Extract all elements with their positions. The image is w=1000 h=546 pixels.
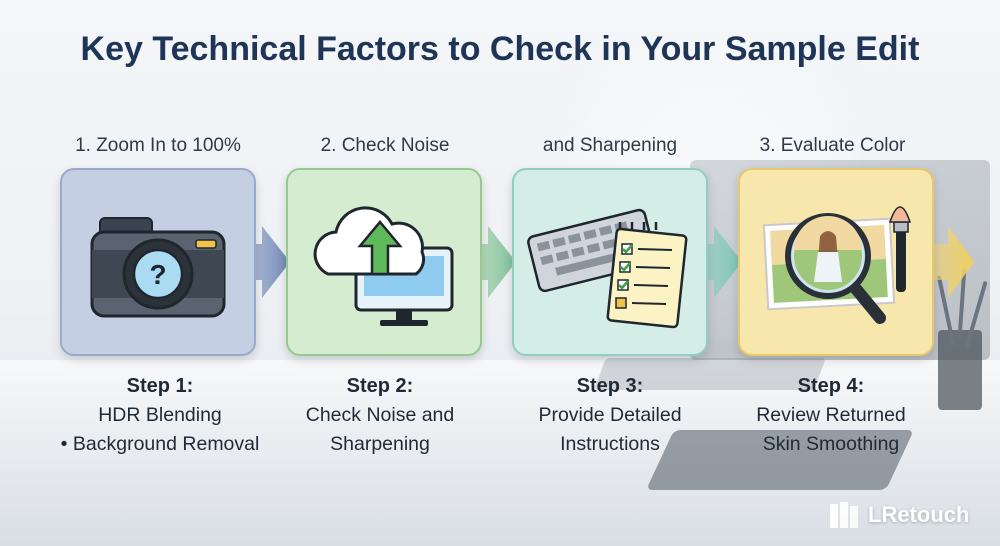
step-3-line1: Provide Detailed (538, 404, 682, 426)
step-1-line1: HDR Blending (98, 404, 222, 426)
top-label-2: 2. Check Noise (320, 135, 450, 156)
cloud-upload-monitor-icon (313, 206, 454, 326)
step-4-card (738, 168, 934, 356)
step-3-line2: Instructions (560, 433, 660, 455)
step-4-text: Step 4: Review Returned Skin Smoothing (716, 372, 946, 459)
step-2-heading: Step 2: (346, 375, 414, 397)
step-2-text: Step 2: Check Noise and Sharpening (265, 372, 495, 459)
step-2-line1: Check Noise and (305, 404, 455, 426)
step-2-card (286, 168, 482, 356)
step-4-heading: Step 4: (797, 375, 865, 397)
step-4-line1: Review Returned (756, 404, 906, 426)
step-1-line2: • Background Removal (60, 433, 260, 455)
top-label-3: and Sharpening (542, 135, 678, 156)
lretouch-logo: LRetouch (828, 500, 969, 530)
magnifier-photo-brush-icon (762, 206, 912, 324)
top-label-1-line1: 1. Zoom In to 100% (75, 135, 241, 156)
step-1-heading: Step 1: (126, 375, 194, 397)
pen-cup (938, 330, 982, 410)
top-label-4: 3. Evaluate Color (759, 135, 906, 156)
keyboard-checklist-icon (527, 208, 688, 329)
step-3-heading: Step 3: (576, 375, 644, 397)
step-2-line2: Sharpening (330, 433, 430, 455)
step-1-text: Step 1: HDR Blending • Background Remova… (45, 372, 275, 459)
lretouch-logo-icon (830, 502, 858, 528)
page-title: Key Technical Factors to Check in Your S… (80, 30, 920, 68)
svg-text:?: ? (149, 259, 166, 290)
step-3-card (512, 168, 708, 356)
step-3-text: Step 3: Provide Detailed Instructions (495, 372, 725, 459)
step-1-card: ? (60, 168, 256, 356)
step-4-line2: Skin Smoothing (762, 433, 900, 455)
camera-question-icon: ? (90, 217, 226, 318)
logo-text: LRetouch (868, 502, 970, 527)
